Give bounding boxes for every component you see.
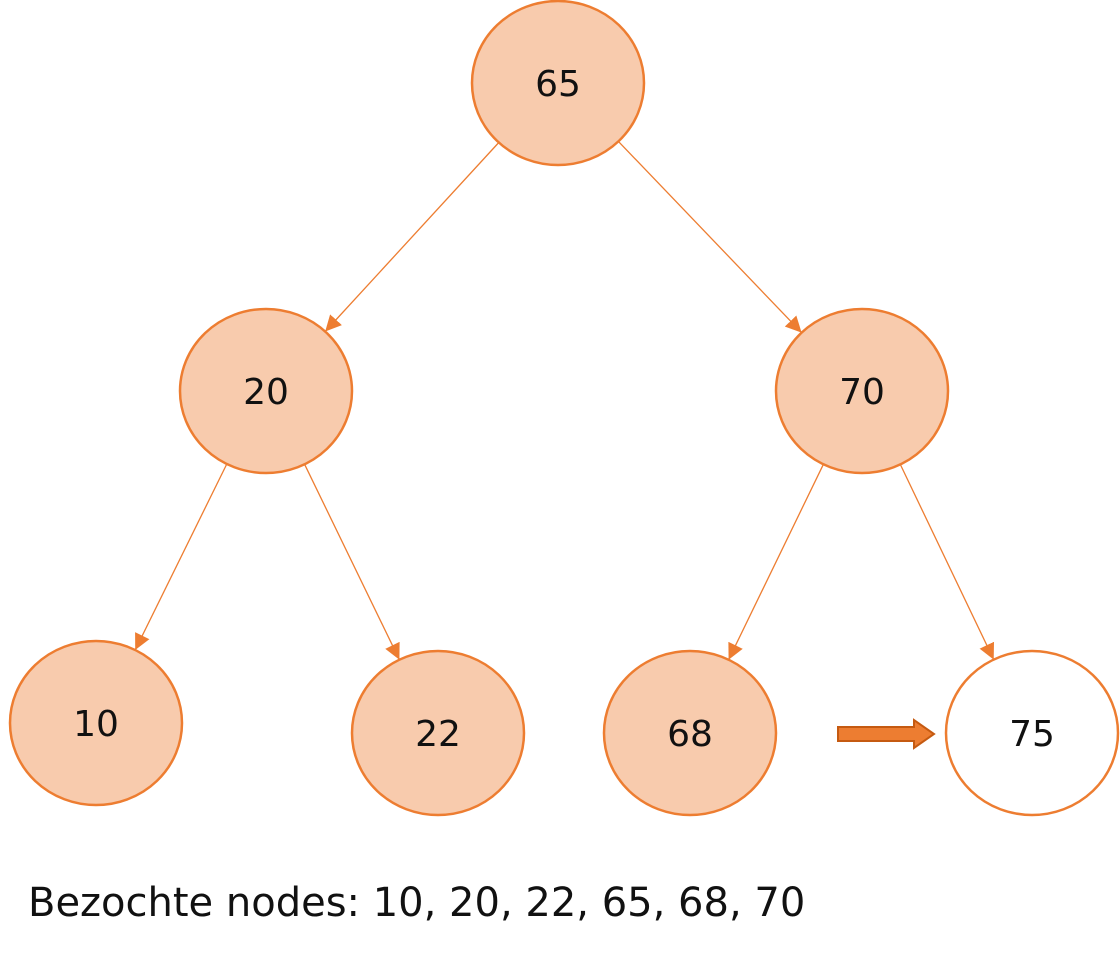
tree-node-70: 70 [774,307,950,475]
node-circle [944,649,1120,817]
tree-node-20: 20 [178,307,354,475]
node-label: 70 [839,372,885,413]
node-circle [470,0,646,167]
edge-65-to-20 [324,142,500,332]
edge-70-to-75 [899,464,995,660]
tree-node-22: 22 [350,649,526,817]
node-circle [774,307,950,475]
node-label: 75 [1009,714,1055,755]
tree-nodes: 65 20 70 10 22 68 75 [8,0,1120,817]
edge-20-to-10 [134,463,228,651]
edge-70-to-68 [728,464,824,660]
tree-node-75: 75 [944,649,1120,817]
visited-nodes-caption: Bezochte nodes: 10, 20, 22, 65, 68, 70 [28,880,806,926]
node-label: 10 [73,704,119,745]
tree-node-10: 10 [8,639,184,807]
traversal-pointer [837,718,936,750]
tree-node-68: 68 [602,649,778,817]
node-circle [178,307,354,475]
tree-node-65: 65 [470,0,646,167]
node-circle [350,649,526,817]
node-label: 20 [243,372,289,413]
node-circle [8,639,184,807]
edge-20-to-22 [304,464,400,660]
node-label: 65 [535,64,581,105]
node-circle [602,649,778,817]
edge-65-to-70 [617,140,803,334]
right-arrow-icon [837,718,936,750]
tree-edges [134,140,995,660]
node-label: 22 [415,714,461,755]
node-label: 68 [667,714,713,755]
